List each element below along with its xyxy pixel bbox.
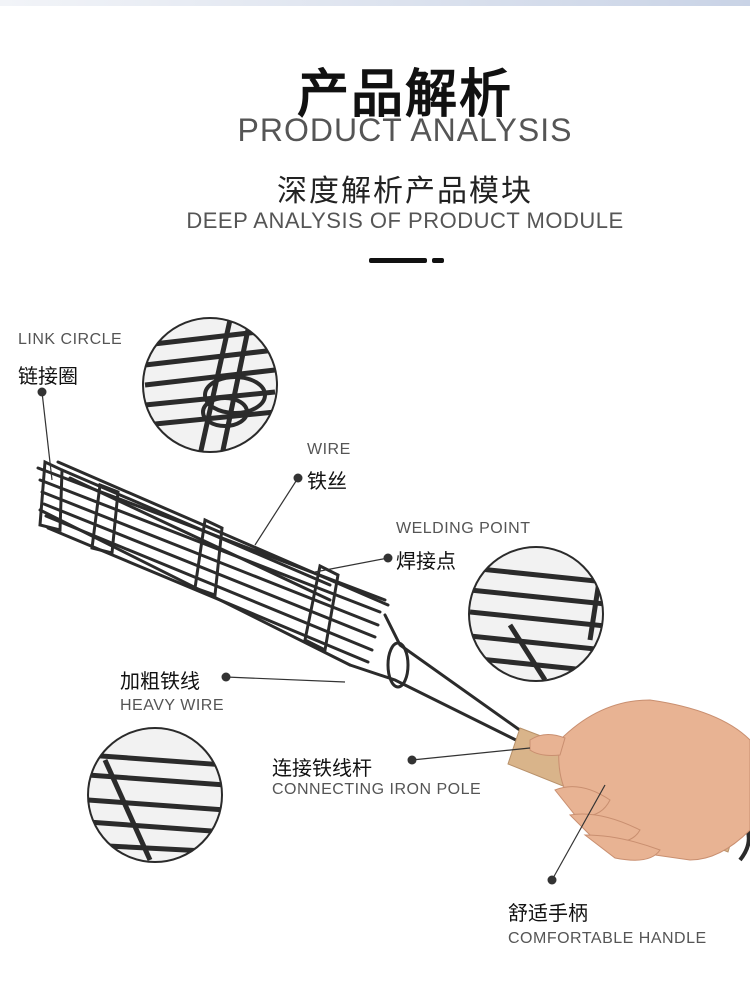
wire-label-english: WIRE [307, 441, 351, 458]
hand-holding-handle [529, 699, 750, 861]
top-gradient-bar [0, 0, 750, 6]
iron-pole-label: 连接铁线杆 [272, 756, 372, 780]
page-title: 产品解析 [296, 65, 513, 125]
link-circle-label-english: LINK CIRCLE [18, 331, 123, 348]
handle-label-english: COMFORTABLE HANDLE [508, 930, 707, 947]
heavy-wire-label-english: HEAVY WIRE [120, 697, 224, 714]
leader-dots [37, 387, 557, 885]
zoom-circle-welding [469, 547, 603, 681]
leader-lines [41, 391, 606, 881]
page-subtitle: 深度解析产品模块 [277, 174, 533, 209]
page-subtitle-english: DEEP ANALYSIS OF PRODUCT MODULE [186, 208, 624, 233]
handle-label: 舒适手柄 [508, 901, 588, 925]
welding-point-label-english: WELDING POINT [396, 520, 531, 537]
title-divider-short [432, 258, 444, 263]
iron-pole-label-english: CONNECTING IRON POLE [272, 781, 482, 798]
link-circle-label: 链接圈 [18, 364, 78, 388]
welding-point-label: 焊接点 [396, 549, 456, 573]
zoom-circle-heavy-wire [88, 728, 222, 862]
wire-basket [36, 459, 547, 754]
wire-label: 铁丝 [307, 469, 347, 493]
page-title-english: PRODUCT ANALYSIS [237, 112, 573, 148]
zoom-circle-link [143, 318, 277, 452]
heavy-wire-label: 加粗铁线 [120, 669, 200, 693]
title-divider-long [369, 258, 427, 263]
